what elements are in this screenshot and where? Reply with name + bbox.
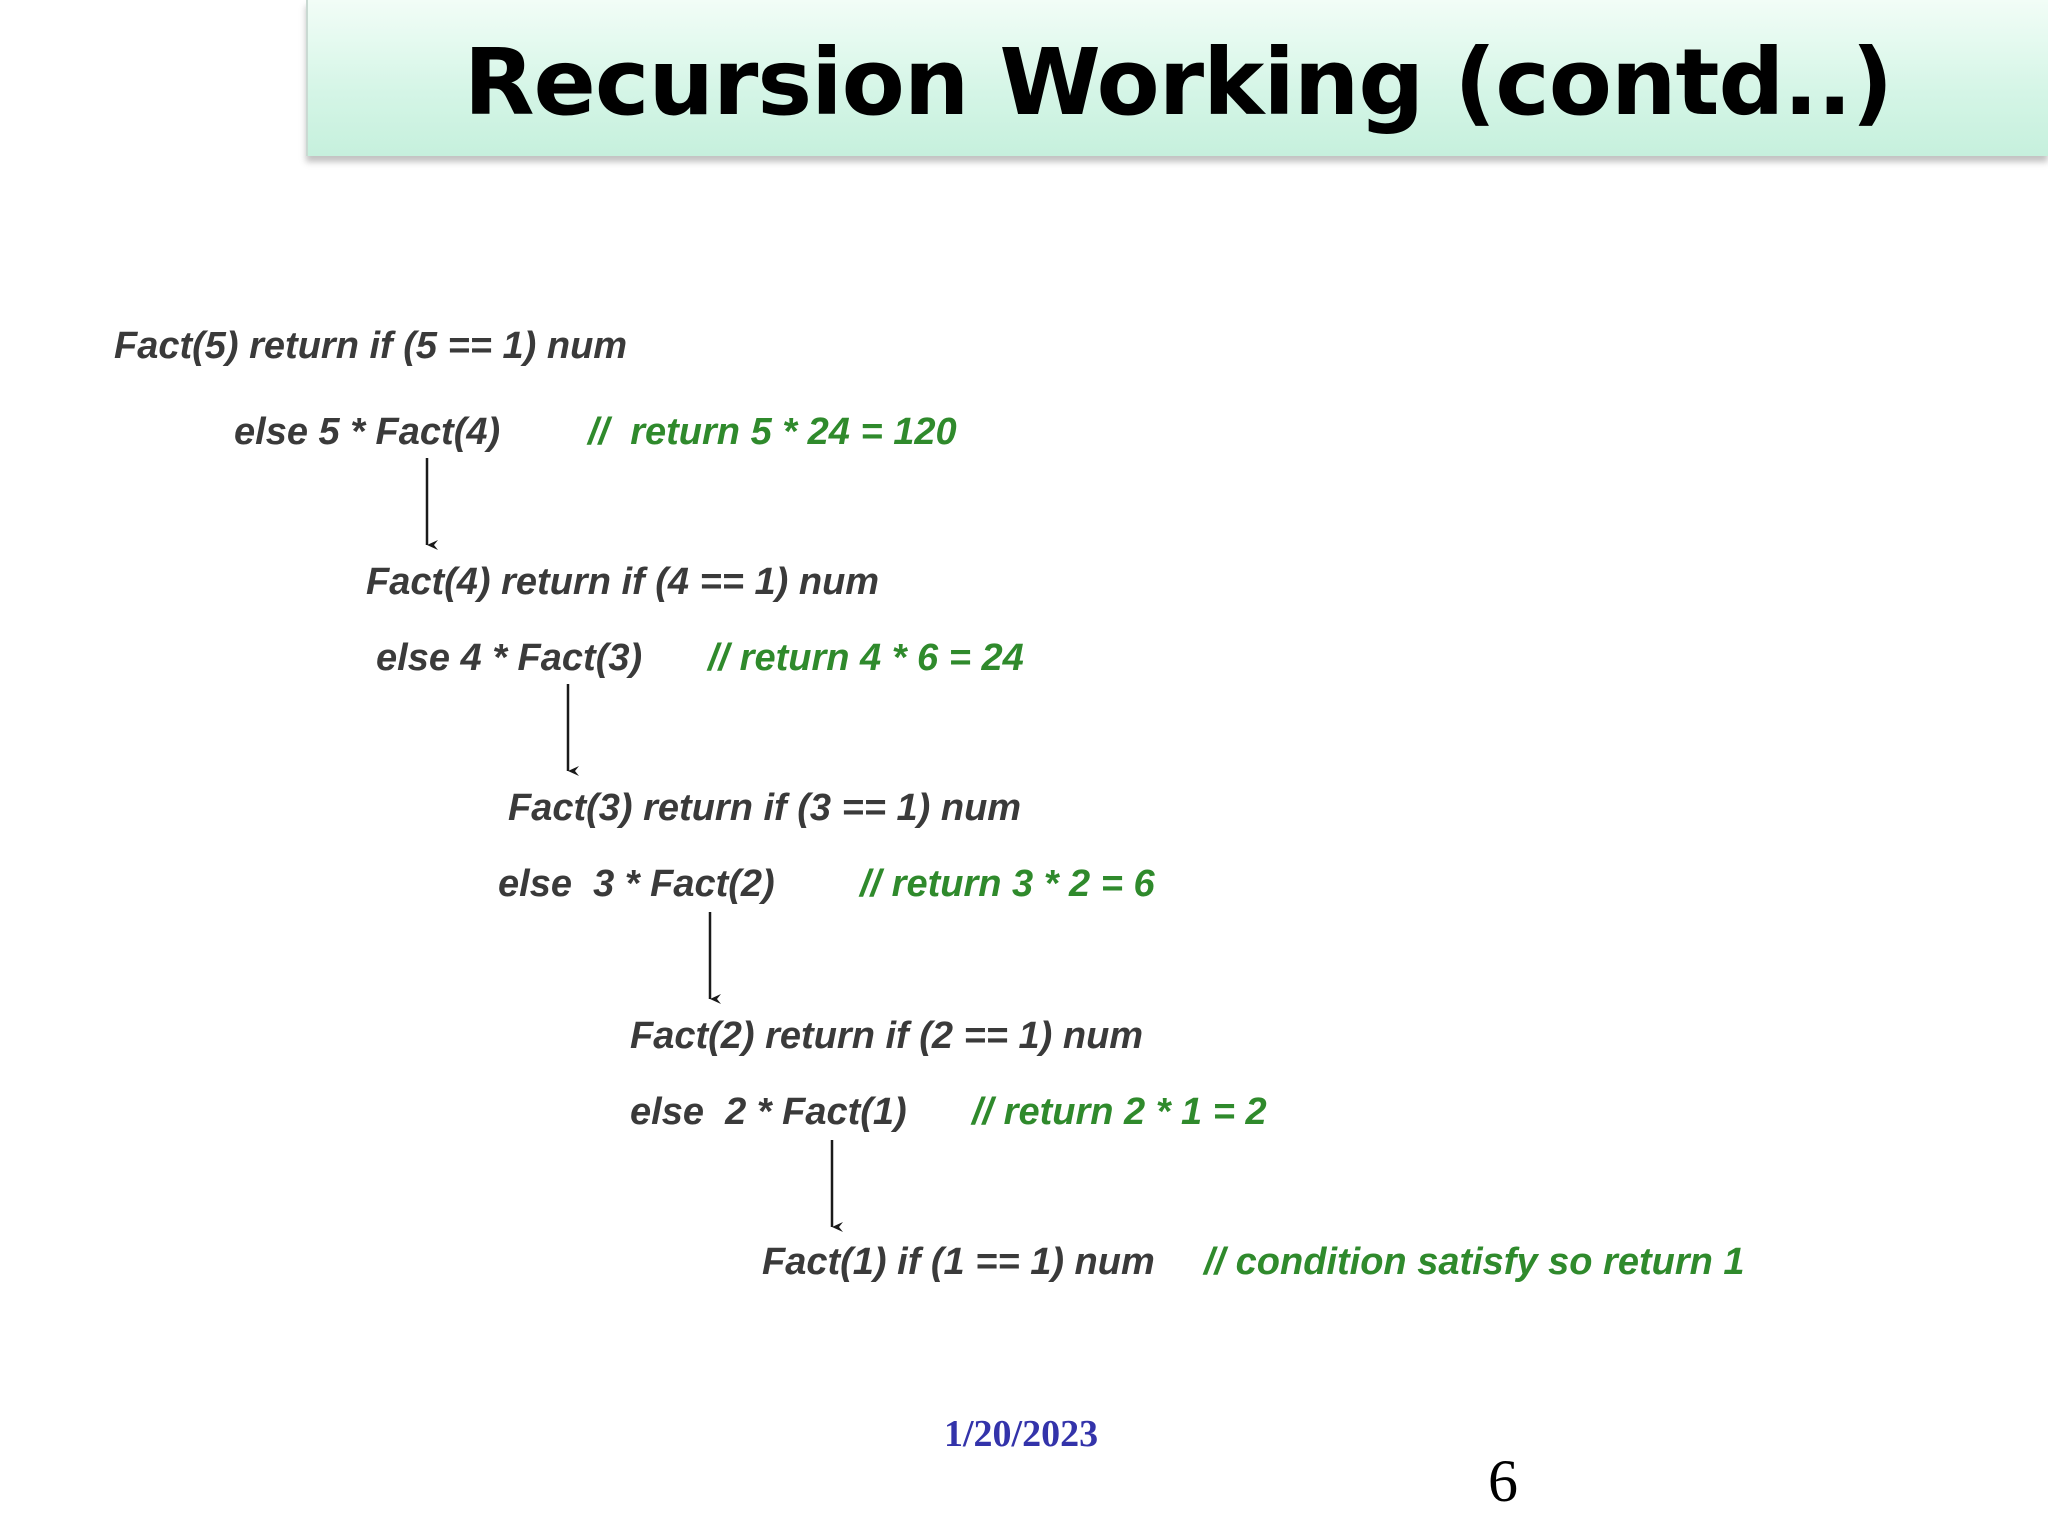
fact2-call-line: Fact(2) return if (2 == 1) num [630, 1015, 1144, 1057]
fact4-call-line: Fact(4) return if (4 == 1) num [366, 561, 880, 603]
fact4-comment: // return 4 * 6 = 24 [708, 637, 1024, 679]
fact3-comment: // return 3 * 2 = 6 [860, 863, 1155, 905]
fact5-call-line: Fact(5) return if (5 == 1) num [114, 325, 628, 367]
fact2-comment: // return 2 * 1 = 2 [972, 1091, 1267, 1133]
fact1-base-line: Fact(1) if (1 == 1) num [762, 1241, 1155, 1283]
title-banner: Recursion Working (contd..) [306, 0, 2048, 156]
page-number: 6 [1488, 1448, 1518, 1514]
fact2-else-line: else 2 * Fact(1) [630, 1091, 907, 1133]
fact4-else-line: else 4 * Fact(3) [376, 637, 643, 679]
footer-date: 1/20/2023 [944, 1413, 1099, 1455]
fact5-else-line: else 5 * Fact(4) [234, 411, 501, 453]
slide-title: Recursion Working (contd..) [463, 29, 1894, 136]
fact1-comment: // condition satisfy so return 1 [1204, 1241, 1745, 1283]
fact3-call-line: Fact(3) return if (3 == 1) num [508, 787, 1022, 829]
fact5-comment: // return 5 * 24 = 120 [588, 411, 957, 453]
fact3-else-line: else 3 * Fact(2) [498, 863, 775, 905]
